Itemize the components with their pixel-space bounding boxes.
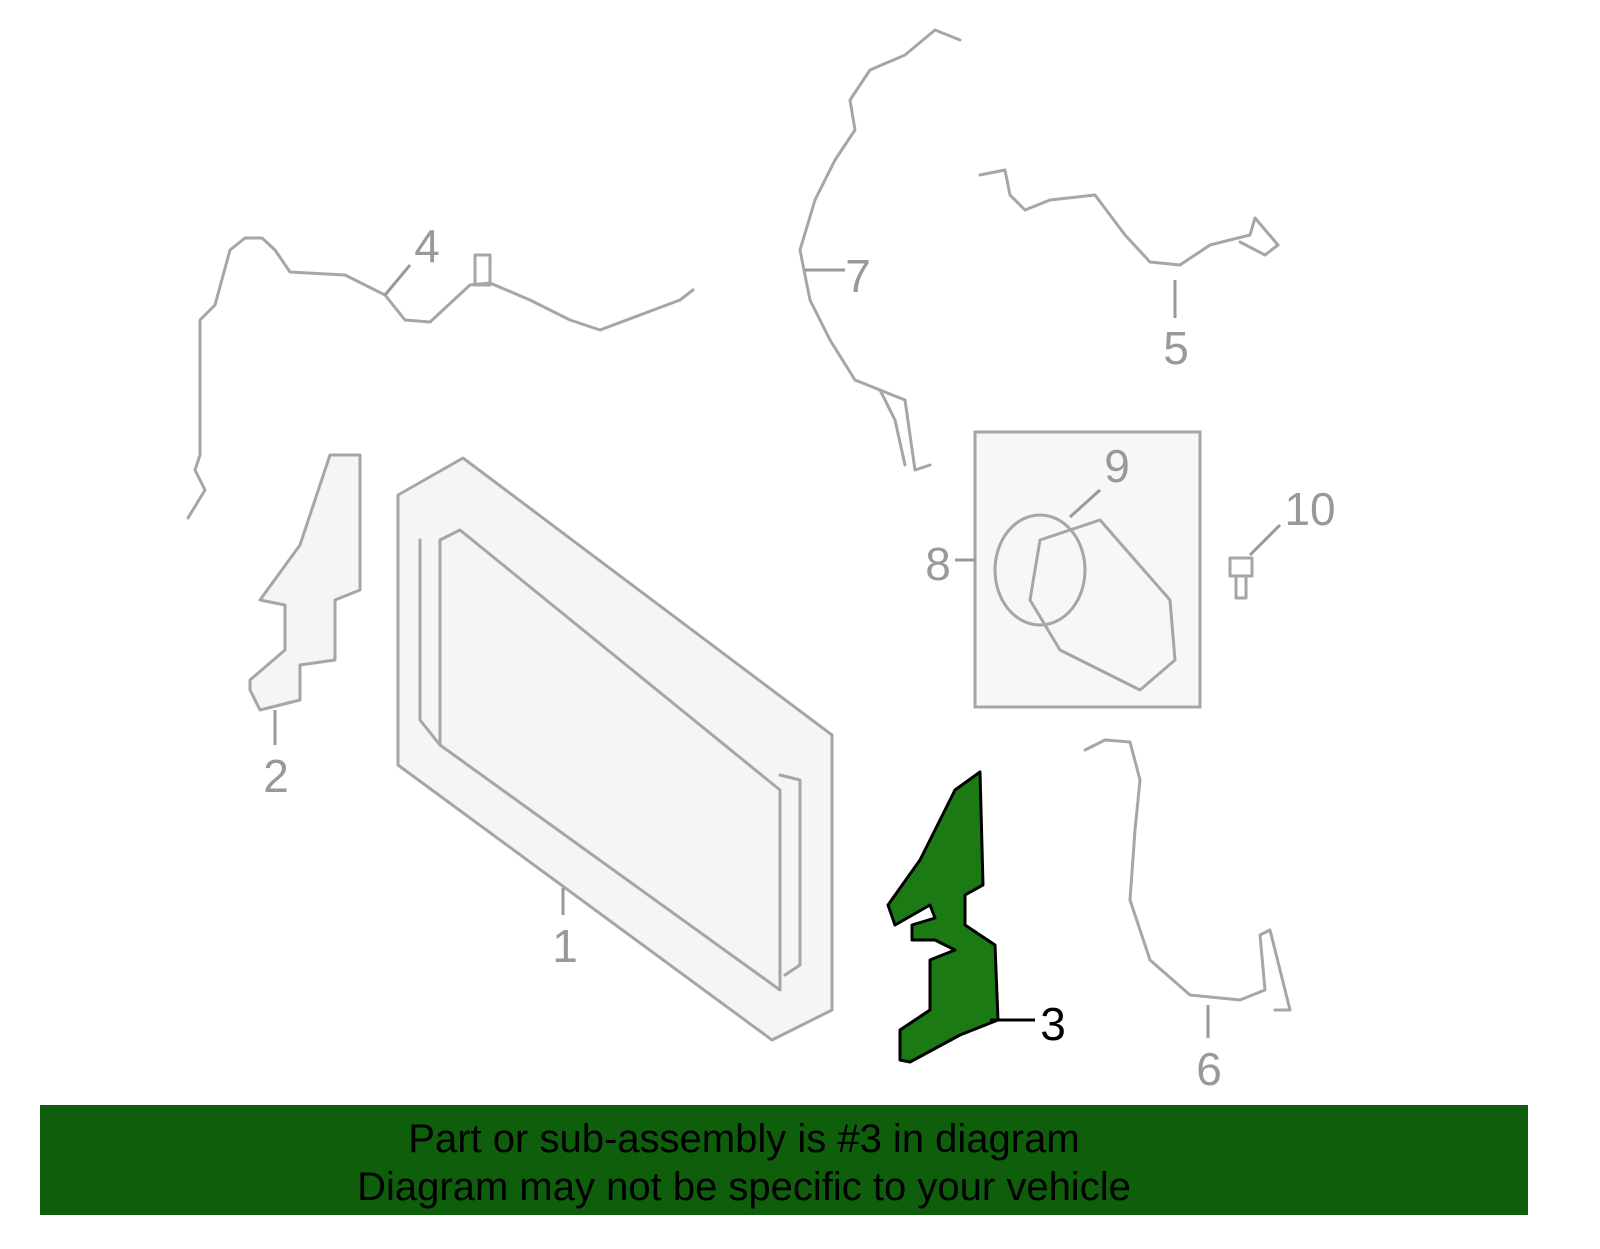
callout-9: 9 bbox=[1104, 440, 1130, 492]
callout-3: 3 bbox=[1040, 998, 1066, 1050]
part-8-compressor-box[interactable] bbox=[973, 430, 1202, 709]
part-9-compressor[interactable] bbox=[993, 513, 1177, 692]
part-6-hose[interactable] bbox=[1083, 738, 1292, 1012]
callout-6: 6 bbox=[1196, 1043, 1222, 1095]
part-4-pipe[interactable] bbox=[186, 236, 695, 520]
callout-4: 4 bbox=[414, 220, 440, 272]
part-5-pipe[interactable] bbox=[978, 168, 1280, 267]
part-1-condenser[interactable] bbox=[396, 456, 834, 1042]
callout-5: 5 bbox=[1163, 322, 1189, 374]
callout-8: 8 bbox=[925, 538, 951, 590]
part-10-bolt[interactable] bbox=[1228, 556, 1254, 600]
info-banner: Part or sub-assembly is #3 in diagram Di… bbox=[40, 1105, 1528, 1215]
callout-1: 1 bbox=[552, 920, 578, 972]
callout-10: 10 bbox=[1284, 483, 1335, 535]
part-7-hose[interactable] bbox=[798, 28, 962, 467]
callout-2: 2 bbox=[263, 750, 289, 802]
banner-line-2: Diagram may not be specific to your vehi… bbox=[357, 1165, 1131, 1209]
part-3-deflector-highlighted[interactable] bbox=[886, 770, 1000, 1064]
callout-7: 7 bbox=[845, 250, 871, 302]
banner-line-1: Part or sub-assembly is #3 in diagram bbox=[408, 1117, 1080, 1161]
part-2-deflector[interactable] bbox=[248, 453, 362, 712]
